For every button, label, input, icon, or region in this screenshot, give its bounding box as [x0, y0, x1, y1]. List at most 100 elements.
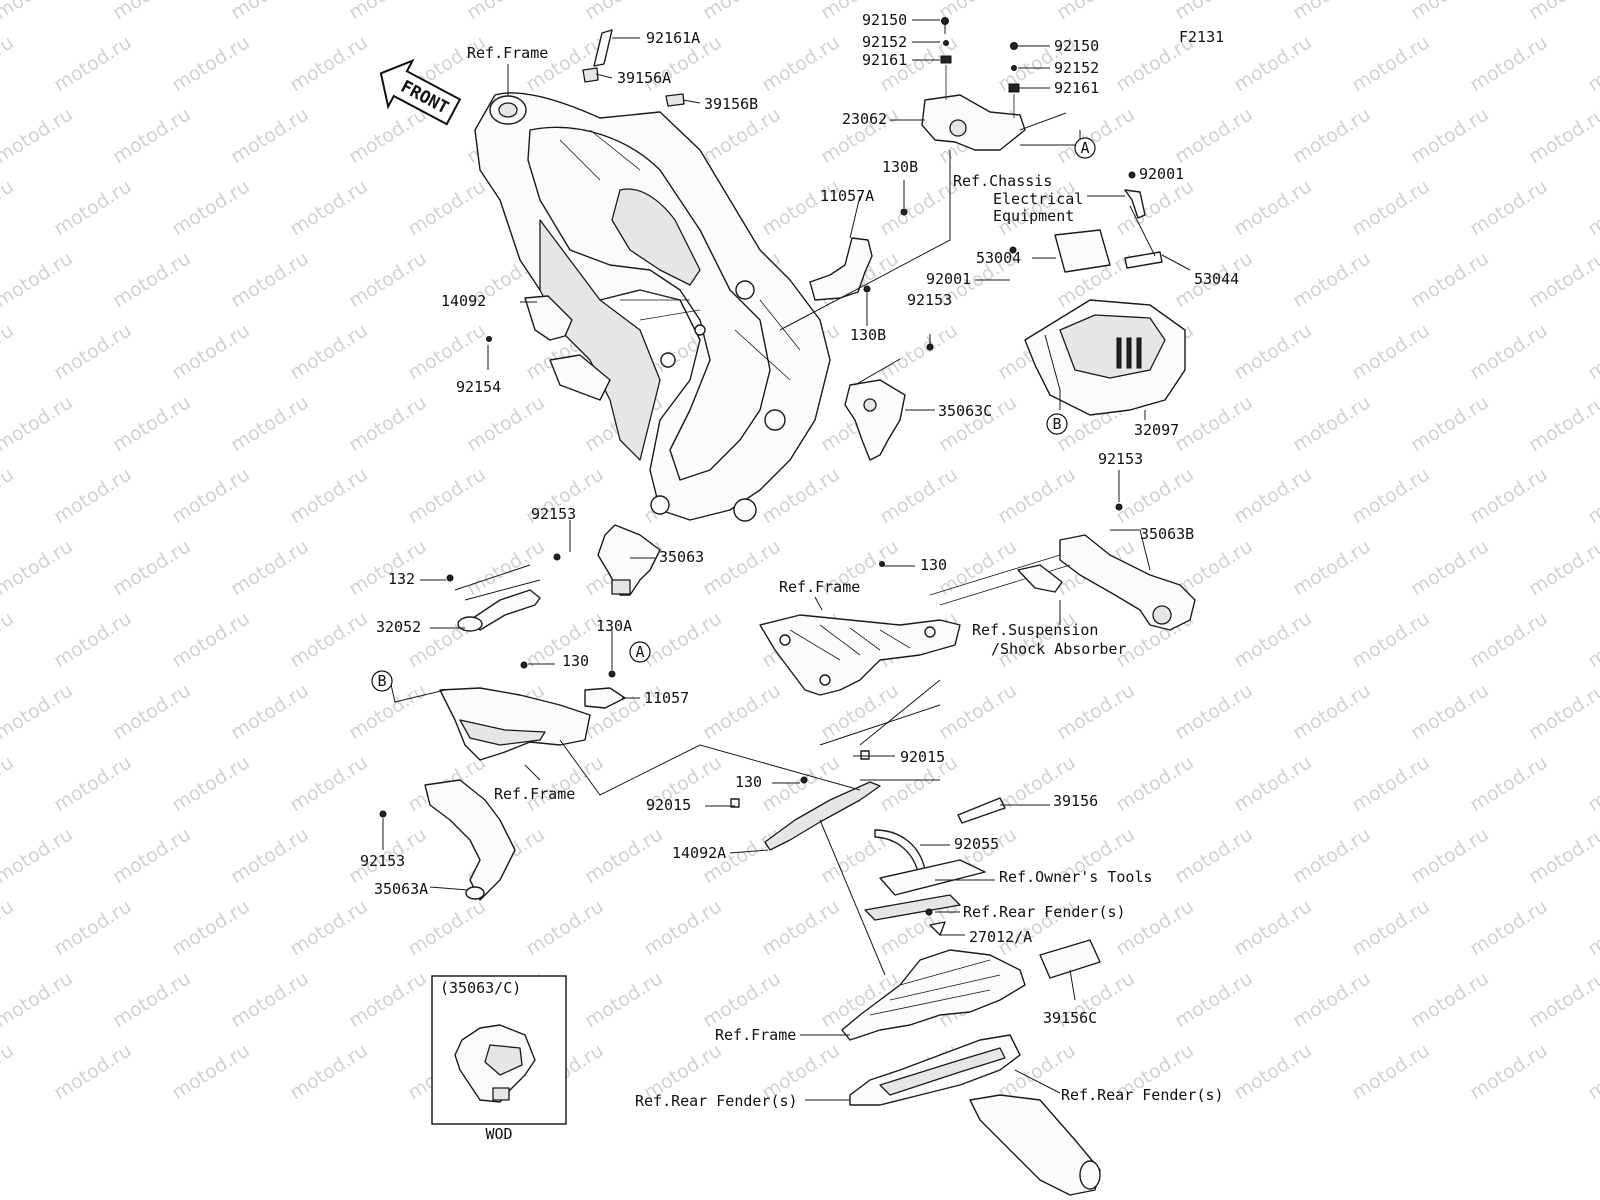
label-ref-rear-fender-top: Ref.Rear Fender(s) [963, 903, 1126, 921]
watermark-text: motod.ru [0, 1039, 18, 1104]
watermark-text: motod.ru [345, 0, 431, 24]
label-53004: 53004 [976, 249, 1021, 267]
watermark-text: motod.ru [876, 175, 962, 240]
watermark-text: motod.ru [0, 103, 77, 168]
watermark-text: motod.ru [50, 751, 136, 816]
watermark-text: motod.ru [463, 535, 549, 600]
watermark-text: motod.ru [1407, 535, 1493, 600]
watermark-text: motod.ru [1407, 0, 1493, 24]
watermark-text: motod.ru [758, 895, 844, 960]
label-130-left: 130 [562, 652, 589, 670]
callout-a-lower: A [635, 643, 644, 661]
watermark-text: motod.ru [50, 463, 136, 528]
watermark-text: motod.ru [1525, 535, 1600, 600]
watermark-text: motod.ru [1466, 751, 1552, 816]
label-35063B: 35063B [1140, 525, 1194, 543]
frame-top-parts [582, 29, 685, 107]
watermark-text: motod.ru [1348, 751, 1434, 816]
watermark-text: motod.ru [0, 391, 77, 456]
watermark-text: motod.ru [286, 175, 372, 240]
watermark-text: motod.ru [1230, 607, 1316, 672]
label-92152-right: 92152 [1054, 59, 1099, 77]
watermark-text: motod.ru [345, 535, 431, 600]
watermark-text: motod.ru [935, 535, 1021, 600]
watermark-text: motod.ru [168, 175, 254, 240]
watermark-text: motod.ru [994, 463, 1080, 528]
watermark-text: motod.ru [109, 535, 195, 600]
label-ref-chassis: Ref.Chassis [953, 172, 1052, 190]
watermark-text: motod.ru [1348, 607, 1434, 672]
watermark-text: motod.ru [0, 607, 18, 672]
watermark-text: motod.ru [0, 319, 18, 384]
callout-circle-b-right [1046, 413, 1068, 435]
inset-box-35063C-variant: (35063/C) WOD [431, 975, 567, 1143]
label-ref-frame-left: Ref.Frame [494, 785, 575, 803]
watermark-text: motod.ru [1289, 391, 1375, 456]
watermark-text: motod.ru [227, 103, 313, 168]
label-ref-rear-fender-left: Ref.Rear Fender(s) [635, 1092, 798, 1110]
watermark-text: motod.ru [1466, 175, 1552, 240]
left-lower-parts-drawing [379, 574, 626, 901]
watermark-text: motod.ru [286, 607, 372, 672]
part-39156 [957, 797, 1006, 824]
watermark-text: motod.ru [699, 0, 785, 24]
watermark-text: motod.ru [227, 0, 313, 24]
label-130-mid: 130 [920, 556, 947, 574]
watermark-text: motod.ru [1348, 463, 1434, 528]
part-39156C [1039, 939, 1101, 979]
part-39156B [665, 93, 685, 107]
watermark-text: motod.ru [1407, 967, 1493, 1032]
label-equipment: Equipment [993, 207, 1074, 225]
part-53044 [1124, 251, 1163, 269]
watermark-text: motod.ru [1466, 31, 1552, 96]
watermark-text: motod.ru [699, 679, 785, 744]
watermark-text: motod.ru [109, 391, 195, 456]
watermark-text: motod.ru [1289, 247, 1375, 312]
watermark-text: motod.ru [876, 319, 962, 384]
callout-circle-b-left [371, 670, 393, 692]
watermark-layer: motod.ru motod.ru motod.ru motod.ru motod.ru… [0, 0, 1600, 1104]
part-53004 [1054, 229, 1111, 273]
label-39156B: 39156B [704, 95, 758, 113]
label-92152-left: 92152 [862, 33, 907, 51]
watermark-text: motod.ru [1584, 175, 1600, 240]
watermark-text: motod.ru [1230, 319, 1316, 384]
watermark-text: motod.ru [1584, 751, 1600, 816]
watermark-text: motod.ru [0, 535, 77, 600]
label-11057A: 11057A [820, 187, 874, 205]
label-130A: 130A [596, 617, 632, 635]
watermark-text: motod.ru [286, 1039, 372, 1104]
watermark-text: motod.ru [404, 319, 490, 384]
label-11057: 11057 [644, 689, 689, 707]
watermark-text: motod.ru [109, 0, 195, 24]
watermark-text: motod.ru [168, 463, 254, 528]
label-32052: 32052 [376, 618, 421, 636]
watermark-text: motod.ru [1584, 607, 1600, 672]
label-92150-right: 92150 [1054, 37, 1099, 55]
watermark-text: motod.ru [699, 103, 785, 168]
bracket-35063B-drawing [929, 503, 1196, 631]
label-39156A: 39156A [617, 69, 671, 87]
label-35063C: 35063C [938, 402, 992, 420]
label-92153-right: 92153 [1098, 450, 1143, 468]
watermark-text: motod.ru [286, 895, 372, 960]
watermark-text: motod.ru [227, 391, 313, 456]
leader-lines [382, 19, 1191, 1101]
watermark-text: motod.ru [1407, 247, 1493, 312]
bracket-23062-drawing [921, 17, 1026, 151]
label-14092: 14092 [441, 292, 486, 310]
watermark-text: motod.ru [227, 535, 313, 600]
watermark-text: motod.ru [1230, 175, 1316, 240]
label-92001-mid: 92001 [926, 270, 971, 288]
label-92150-left: 92150 [862, 11, 907, 29]
watermark-text: motod.ru [345, 967, 431, 1032]
watermark-text: motod.ru [50, 1039, 136, 1104]
watermark-text: motod.ru [227, 679, 313, 744]
watermark-text: motod.ru [1584, 319, 1600, 384]
watermark-text: motod.ru [1230, 751, 1316, 816]
watermark-text: motod.ru [463, 0, 549, 24]
watermark-text: motod.ru [1584, 895, 1600, 960]
watermark-text: motod.ru [50, 319, 136, 384]
watermark-text: motod.ru [1584, 463, 1600, 528]
watermark-text: motod.ru [345, 391, 431, 456]
